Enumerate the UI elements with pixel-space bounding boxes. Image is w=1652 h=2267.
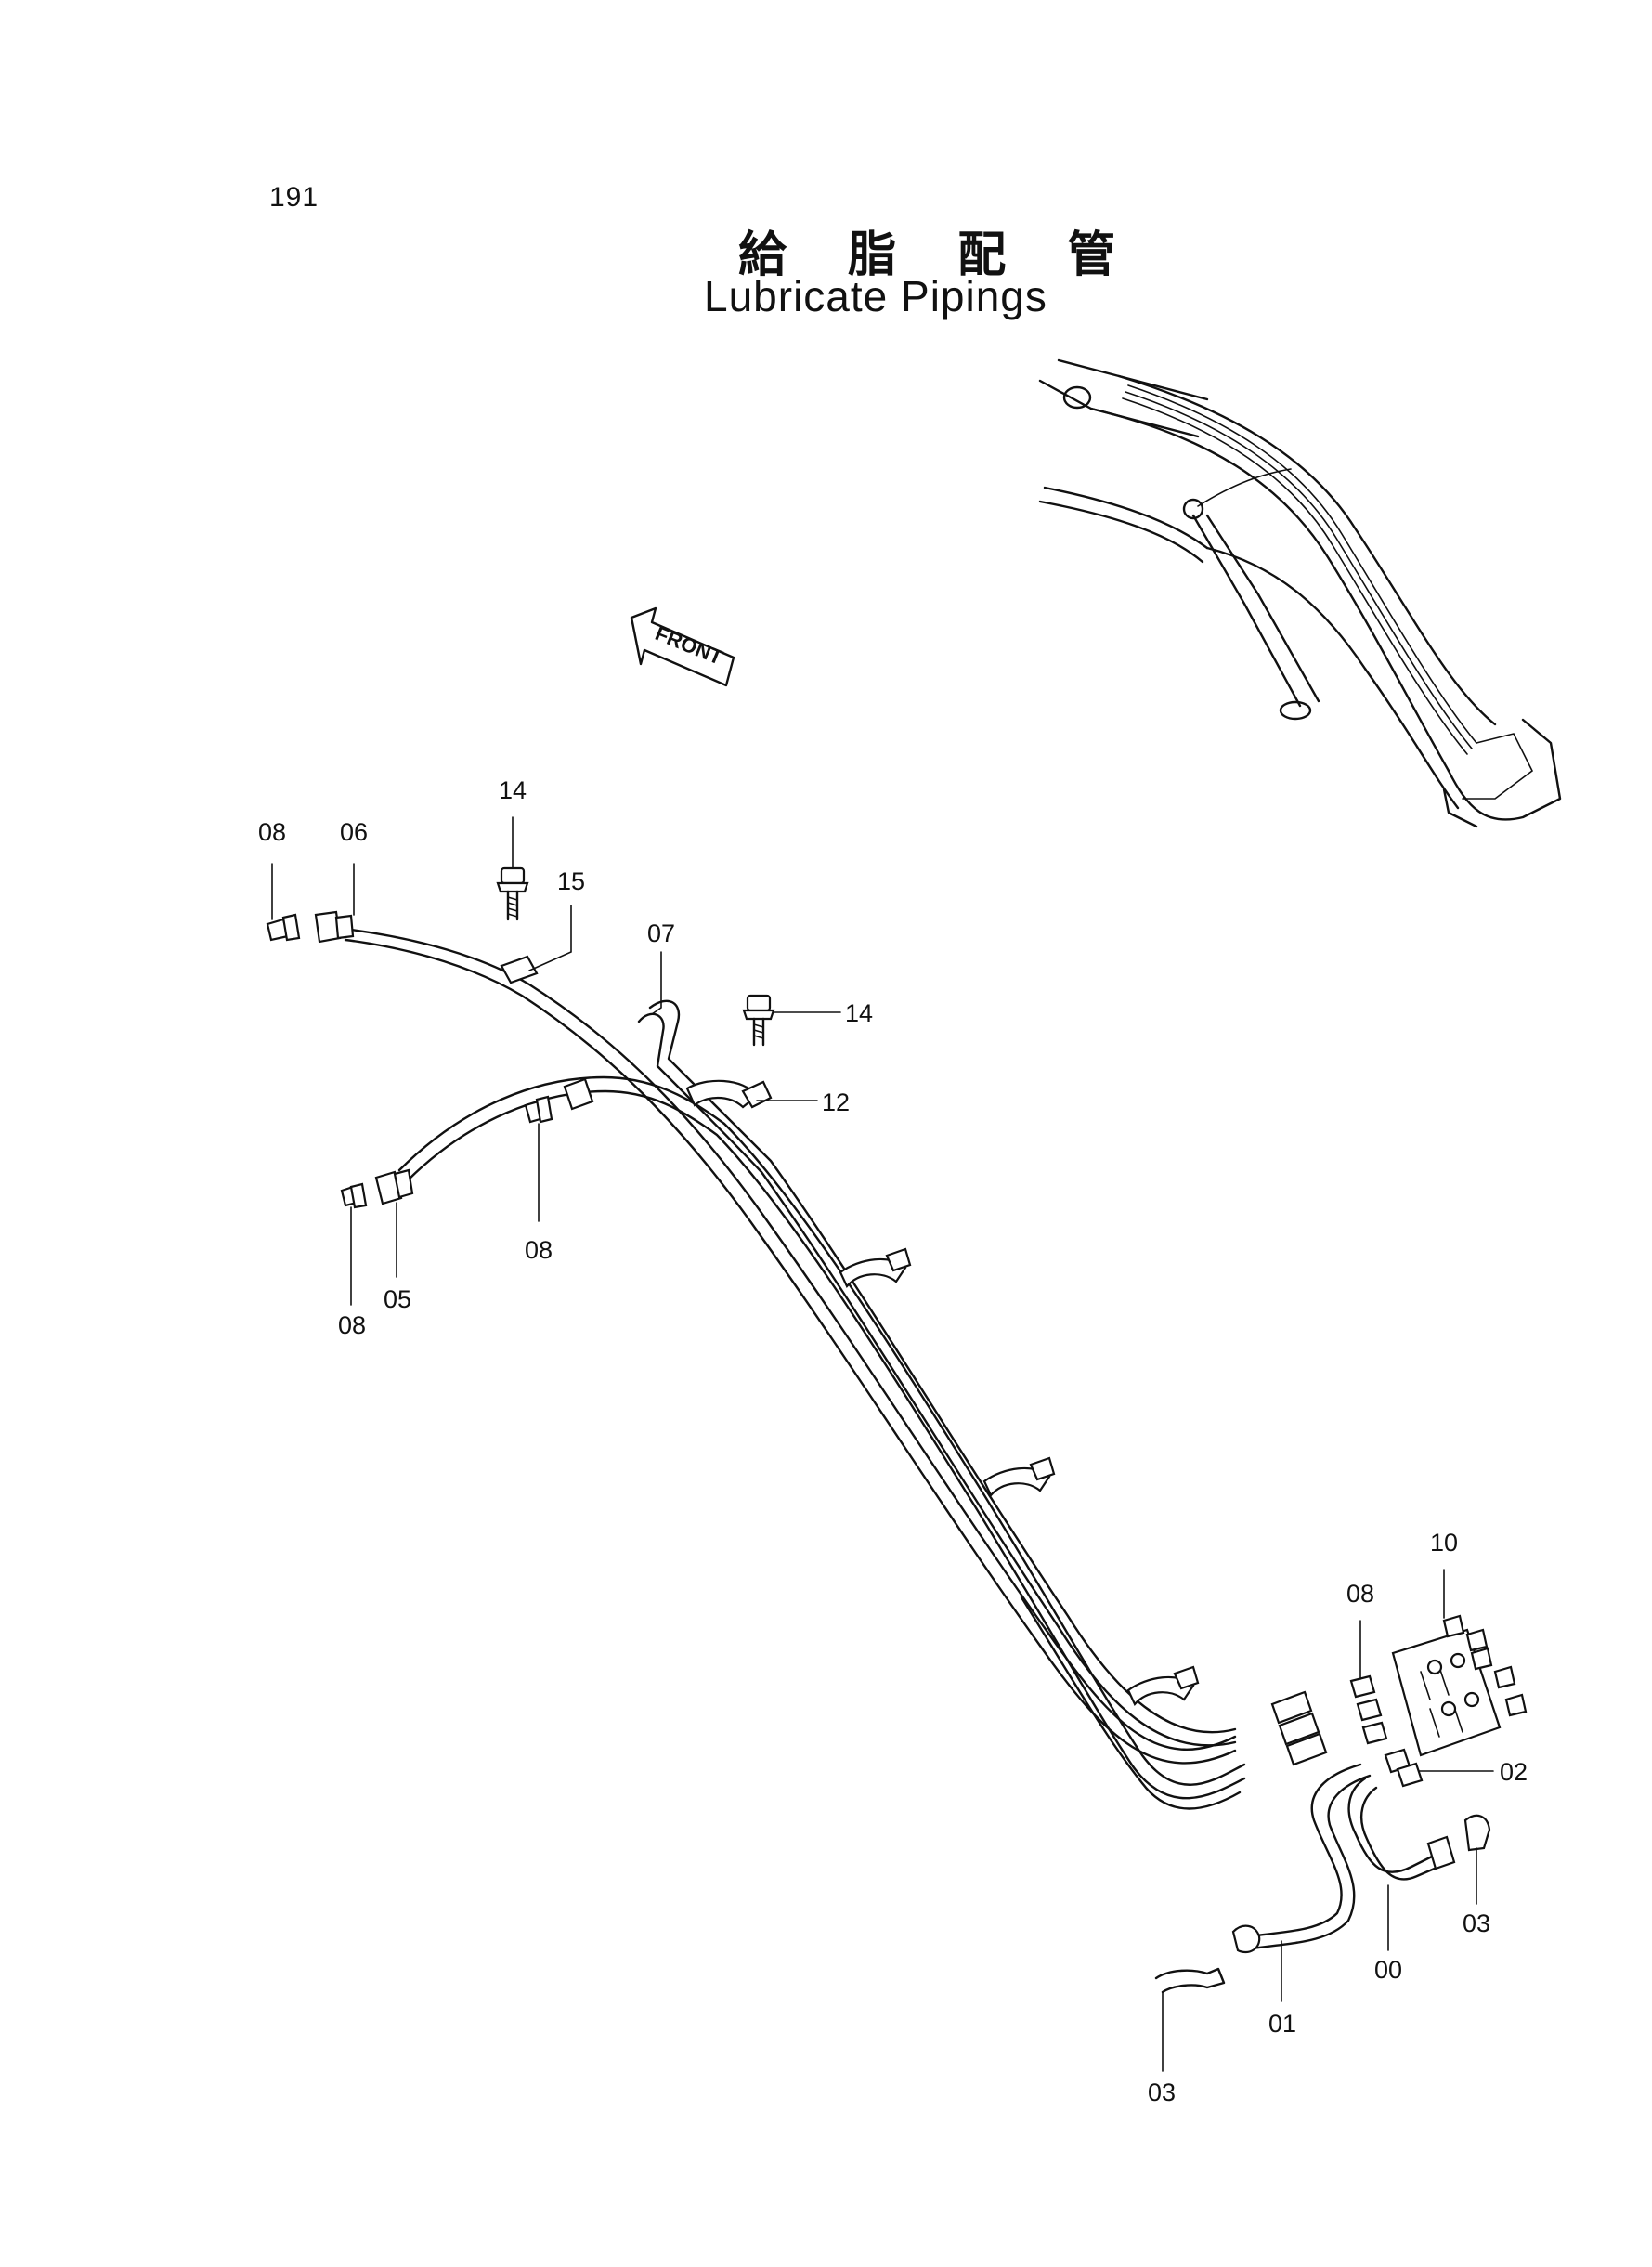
- page-number: 191: [269, 182, 319, 213]
- callout-03-right: 03: [1463, 1909, 1490, 1937]
- callout-12: 12: [822, 1088, 850, 1116]
- left-fittings: [266, 910, 594, 1209]
- title-japanese: 給 脂 配 管: [738, 228, 1138, 283]
- callout-labels: 08 06 14 15 07 14 12 08 05 08 10 08 02 0…: [258, 776, 1528, 2106]
- front-arrow-label: FRONT: [652, 621, 726, 670]
- callout-05: 05: [384, 1285, 411, 1313]
- clamp-middle-2: [982, 1466, 1051, 1498]
- bolts: [496, 866, 775, 1047]
- callout-03-bottom: 03: [1148, 2078, 1176, 2106]
- main-pipe-bundle: [342, 927, 1246, 1810]
- callout-08-bottom-left: 08: [338, 1311, 366, 1339]
- callout-00: 00: [1374, 1956, 1402, 1984]
- clamp-lower: [1126, 1675, 1195, 1707]
- callout-10: 10: [1430, 1529, 1458, 1557]
- callout-14-top: 14: [499, 776, 527, 804]
- callout-08-mid: 08: [525, 1236, 553, 1264]
- callout-06: 06: [340, 818, 368, 846]
- callout-08-right: 08: [1346, 1580, 1374, 1608]
- callout-15: 15: [557, 867, 585, 895]
- pipe-clamps: [500, 955, 1200, 1707]
- front-arrow: FRONT: [630, 606, 735, 687]
- boom-inset-drawing: [1038, 358, 1562, 828]
- callout-01: 01: [1268, 2010, 1296, 2038]
- clamp-upper-15: [500, 955, 539, 984]
- lower-pipes: [1154, 1763, 1491, 1994]
- callout-14-mid: 14: [845, 999, 873, 1027]
- callout-08-top-left: 08: [258, 818, 286, 846]
- right-fittings: [1270, 1614, 1528, 1788]
- bolt-14-top: [496, 866, 529, 921]
- callout-02: 02: [1500, 1758, 1528, 1786]
- callout-07: 07: [647, 919, 675, 947]
- clamp-middle-1: [839, 1257, 907, 1289]
- leader-lines: [271, 816, 1494, 2072]
- bolt-14-mid: [742, 994, 775, 1047]
- title-english: Lubricate Pipings: [704, 272, 1047, 320]
